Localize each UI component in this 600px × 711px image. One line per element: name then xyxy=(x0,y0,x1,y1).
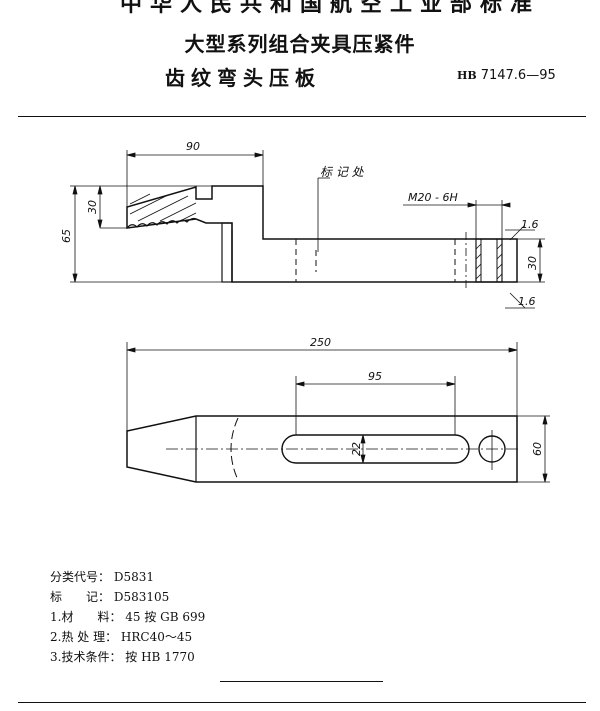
note-value: D5831 xyxy=(113,570,155,584)
note-value: HRC40～45 xyxy=(120,630,193,644)
note-classification: 分类代号： D5831 xyxy=(50,570,154,584)
thread-spec: M20 - 6H xyxy=(408,191,458,204)
tooth-serrations xyxy=(126,217,197,229)
note-value: 按 HB 1770 xyxy=(125,650,195,664)
note-technical-conditions: 3.技术条件： 按 HB 1770 xyxy=(50,650,195,664)
dim-30-left: 30 xyxy=(86,200,99,214)
side-step xyxy=(221,222,233,283)
side-profile-outline xyxy=(126,185,518,283)
slot-outline xyxy=(281,434,470,464)
mark-location-label: 标 记 处 xyxy=(320,165,365,179)
side-view xyxy=(126,185,518,290)
dim-22: 22 xyxy=(350,442,363,456)
header-standard-authority: 中华人民共和国航空工业部标准 xyxy=(120,0,541,17)
footer-rule xyxy=(18,702,586,703)
dim-60: 60 xyxy=(531,442,544,456)
dim-1-6-top: 1.6 xyxy=(521,218,539,231)
note-key: 1.材 料： xyxy=(50,610,122,624)
top-dimensions xyxy=(126,342,550,483)
dim-95: 95 xyxy=(368,370,382,383)
thread-hatching xyxy=(475,243,503,280)
end-rule xyxy=(220,681,383,682)
tooth-hatching xyxy=(129,193,197,222)
note-key: 3.技术条件： xyxy=(50,650,122,664)
side-dimensions xyxy=(70,150,545,309)
note-key: 分类代号： xyxy=(50,570,111,584)
dim-1-6-bottom: 1.6 xyxy=(518,295,536,308)
note-material: 1.材 料： 45 按 GB 699 xyxy=(50,610,205,624)
note-key: 2.热 处 理： xyxy=(50,630,118,644)
note-key: 标 记： xyxy=(50,590,111,604)
title-part-name: 齿纹弯头压板 xyxy=(165,66,321,90)
dim-90: 90 xyxy=(186,140,200,153)
note-marking: 标 记： D583105 xyxy=(50,590,169,604)
dim-30-right: 30 xyxy=(526,256,539,270)
top-view xyxy=(126,415,520,483)
note-value: 45 按 GB 699 xyxy=(125,610,206,624)
dim-65: 65 xyxy=(60,229,73,243)
standard-prefix: HB xyxy=(457,69,477,82)
header-rule xyxy=(18,116,586,117)
title-series: 大型系列组合夹具压紧件 xyxy=(184,32,416,56)
note-value: D583105 xyxy=(113,590,170,604)
note-heat-treatment: 2.热 处 理： HRC40～45 xyxy=(50,630,192,644)
standard-number: 7147.6—95 xyxy=(480,68,556,83)
dim-250: 250 xyxy=(310,336,331,349)
